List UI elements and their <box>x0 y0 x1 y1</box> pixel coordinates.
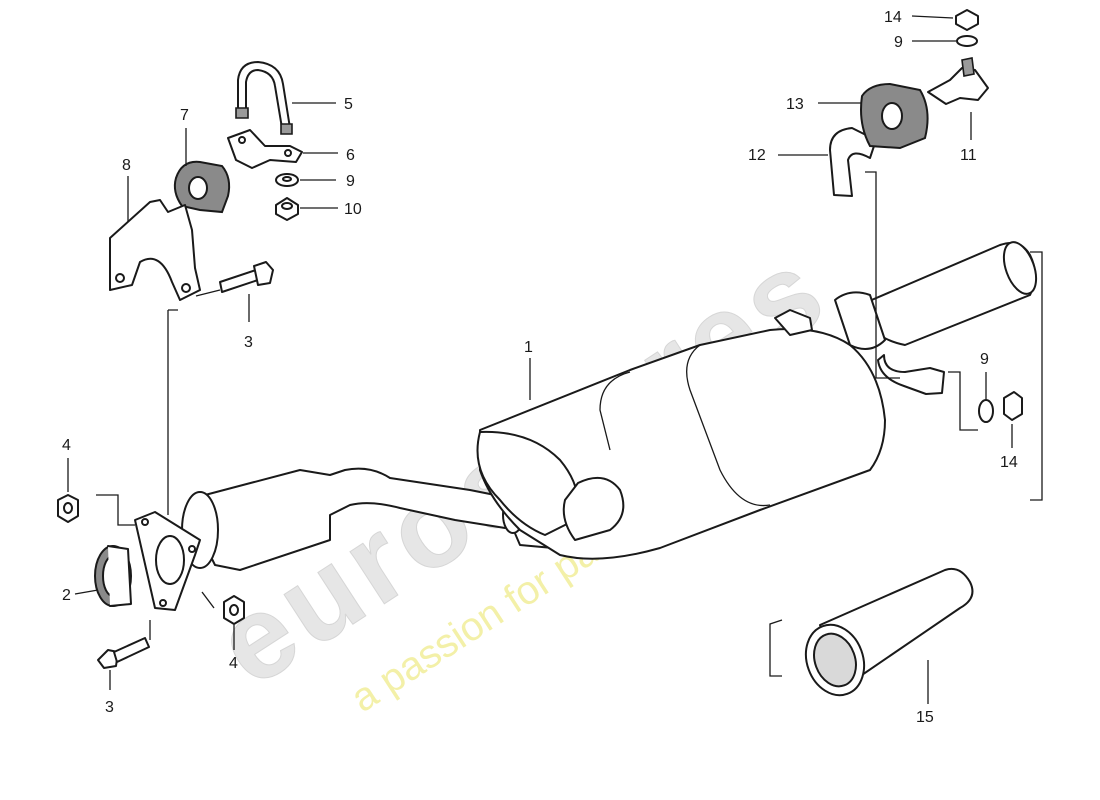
part-15-tailpipe-tip <box>804 567 974 697</box>
nut-right-hole <box>229 604 239 616</box>
callout-9-top: 9 <box>894 34 903 51</box>
part-14-nut-top <box>955 9 979 31</box>
assembly-line-left <box>96 494 135 526</box>
part-9-washer-upper-left <box>275 173 299 187</box>
callout-1: 1 <box>524 339 533 356</box>
callout-9-right: 9 <box>980 351 989 368</box>
tail-muffler-joint <box>834 291 886 350</box>
part-9-washer-top <box>956 35 978 47</box>
callout-8: 8 <box>122 157 131 174</box>
part-8-bracket <box>109 199 201 301</box>
callout-4-right: 4 <box>229 655 238 672</box>
bracket-hole-a <box>115 273 125 283</box>
main-muffler-outlet <box>562 476 625 541</box>
part-6-clamp-bracket <box>227 129 303 169</box>
callout-4-left: 4 <box>62 437 71 454</box>
part-13-rubber-block <box>860 82 929 150</box>
strap-clamp-lower <box>877 354 945 395</box>
part-11-hanger-bracket <box>927 57 989 105</box>
assembly-line-upper-bolt <box>195 289 221 297</box>
bolt-upper-head <box>253 261 274 286</box>
clamp-bracket-shape <box>227 129 303 169</box>
callout-12: 12 <box>748 147 766 164</box>
part-5-u-bolt <box>235 61 293 135</box>
callout-13: 13 <box>786 96 804 113</box>
callout-14-top: 14 <box>884 9 902 26</box>
leader-lines <box>67 15 1043 704</box>
bracket-hole-b <box>181 283 191 293</box>
strap-clamp-shape <box>829 127 877 197</box>
rubber-mount-hole <box>188 176 208 200</box>
gasket-rim <box>107 545 132 607</box>
clamp-bracket-hole-a <box>238 136 246 144</box>
flange-plate <box>134 511 201 611</box>
part-4-nut-left <box>57 494 79 523</box>
part-3-bolt-upper <box>219 261 274 293</box>
leader-14a <box>911 15 954 19</box>
hanger-bracket-stud <box>961 57 975 77</box>
hanger-bracket-shape <box>927 67 989 105</box>
part-1-muffler-assembly <box>181 241 1038 571</box>
clamp-bracket-hole-b <box>284 149 292 157</box>
nut-14b-body <box>1003 391 1023 421</box>
nut-10-hole <box>281 202 293 210</box>
flange-hole-bottom <box>159 599 167 607</box>
nut-left-hole <box>63 502 73 514</box>
muffler-mount-tab <box>774 309 813 336</box>
rubber-block-hole <box>881 102 903 130</box>
callout-7: 7 <box>180 107 189 124</box>
assembly-bracket-far-right <box>1030 251 1043 501</box>
callout-6: 6 <box>346 147 355 164</box>
tail-muffler-end <box>1002 241 1038 295</box>
flange-bore <box>155 535 185 585</box>
assembly-bracket-tailpipe <box>769 619 783 677</box>
callout-3-lower: 3 <box>105 699 114 716</box>
u-bolt-end-right <box>280 123 293 135</box>
tailpipe-tip-inner <box>813 632 857 688</box>
assembly-line-nut <box>201 591 215 609</box>
bolt-upper-shank <box>219 269 259 293</box>
assembly-line-vertical <box>167 309 178 515</box>
u-bolt-end-left <box>235 107 249 119</box>
flange-hole-right <box>188 545 196 553</box>
callout-2: 2 <box>62 587 71 604</box>
part-14-nut-right <box>1003 391 1023 421</box>
part-3-bolt-lower <box>97 637 150 669</box>
part-7-rubber-mount <box>173 160 231 214</box>
assembly-line-washer-right <box>948 371 978 431</box>
leader-2 <box>74 589 99 595</box>
washer-9c-ring <box>978 399 994 423</box>
part-4-nut-right <box>223 595 245 625</box>
callout-3-upper: 3 <box>244 334 253 351</box>
bolt-lower-shank <box>113 637 150 663</box>
nut-14a-body <box>955 9 979 31</box>
callout-15: 15 <box>916 709 934 726</box>
part-10-nut <box>275 197 299 221</box>
callout-5: 5 <box>344 96 353 113</box>
washer-9b-ring <box>956 35 978 47</box>
main-muffler-seam <box>599 344 771 507</box>
washer-9a-hole <box>282 176 292 182</box>
callout-10: 10 <box>344 201 362 218</box>
callout-11: 11 <box>960 147 977 164</box>
part-12-strap-clamp <box>829 127 945 395</box>
callout-9-upper-left: 9 <box>346 173 355 190</box>
bracket-shape <box>109 199 201 301</box>
assembly-bracket-right <box>865 171 900 379</box>
callout-14-right: 14 <box>1000 454 1018 471</box>
u-bolt-shape <box>237 61 291 129</box>
callout-labels: 1 2 3 3 4 4 5 6 7 8 9 10 11 12 13 14 9 9… <box>62 9 1018 726</box>
part-9-washer-right <box>978 399 994 423</box>
flange-hole-top <box>141 518 149 526</box>
part-2-gasket <box>94 545 132 607</box>
